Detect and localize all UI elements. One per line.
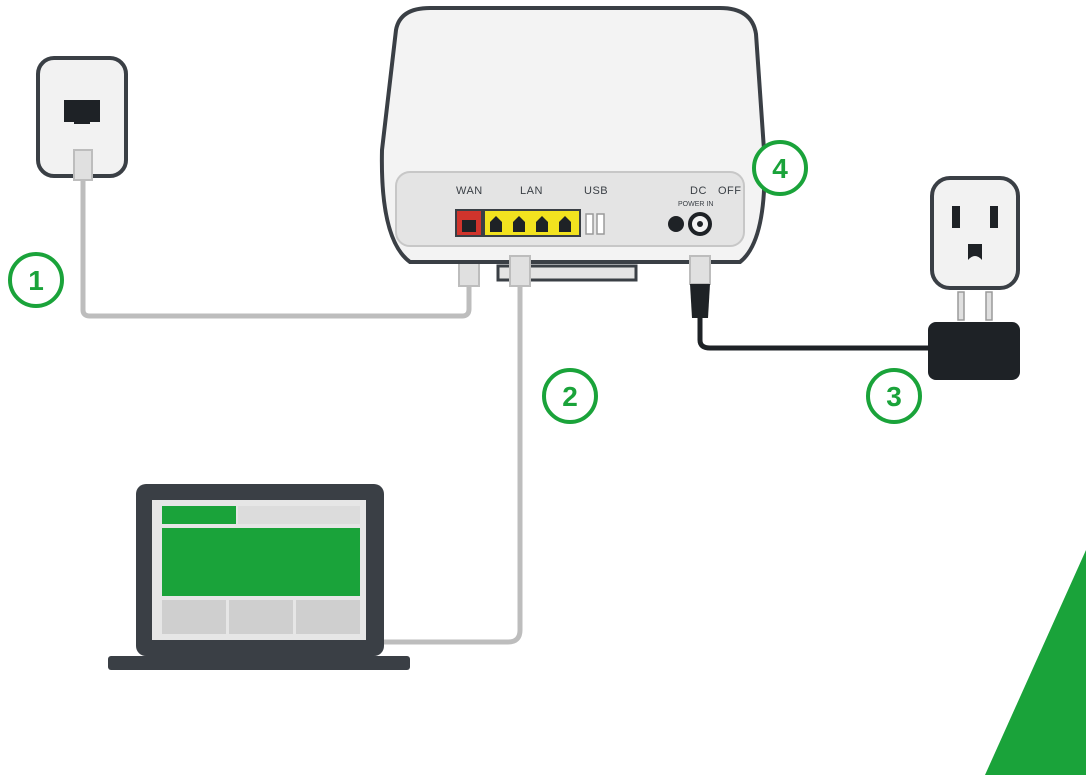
off-label: OFF <box>718 185 742 197</box>
step-1-number: 1 <box>28 265 44 296</box>
usb-label: USB <box>584 185 608 197</box>
power-in-label: POWER IN <box>678 201 713 208</box>
wan-port <box>456 210 482 236</box>
laptop-icon <box>108 484 410 670</box>
step-3-badge: 3 <box>868 370 920 422</box>
power-cable-plug <box>690 256 710 284</box>
step-2-badge: 2 <box>544 370 596 422</box>
dc-label: DC <box>690 185 707 197</box>
lan-cable-plug <box>510 256 530 286</box>
dc-power-jack <box>690 214 710 234</box>
wan-label: WAN <box>456 185 483 197</box>
step-3-number: 3 <box>886 381 902 412</box>
power-cable-connector <box>690 284 710 318</box>
power-outlet-icon <box>932 178 1018 288</box>
lan-cable <box>380 285 520 642</box>
lan-ports <box>484 210 580 236</box>
ethernet-wall-jack-icon <box>38 58 126 180</box>
step-2-number: 2 <box>562 381 578 412</box>
step-4-number: 4 <box>772 153 788 184</box>
power-button <box>668 216 684 232</box>
green-corner-decoration <box>985 550 1086 775</box>
step-4-badge: 4 <box>754 142 806 194</box>
router-icon <box>382 8 765 280</box>
lan-label: LAN <box>520 185 543 197</box>
power-adapter-icon <box>928 292 1020 380</box>
power-cable <box>700 318 930 348</box>
step-1-badge: 1 <box>10 254 62 306</box>
